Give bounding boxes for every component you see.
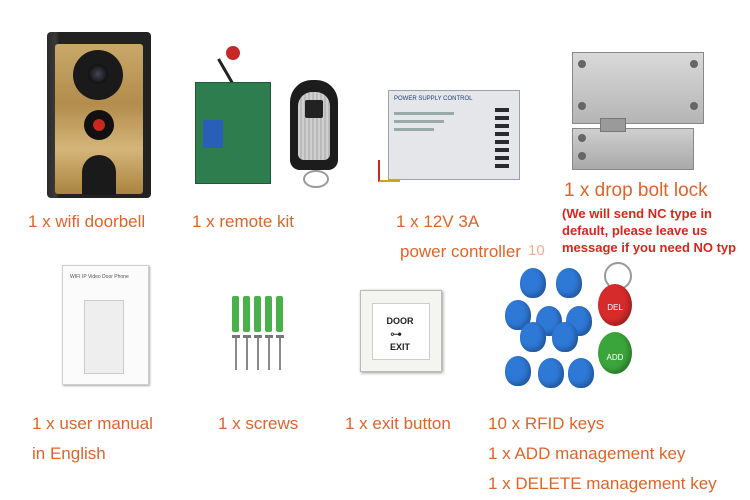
screw-head-icon: [276, 335, 284, 338]
screw-icon: [578, 60, 586, 68]
caption-power-controller-line2: power controller: [400, 242, 521, 261]
exit-button-face: [372, 303, 430, 360]
wall-anchor-icon: [243, 296, 250, 332]
screw-icon: [235, 338, 237, 370]
screw-icon: [257, 338, 259, 370]
screw-head-icon: [243, 335, 251, 338]
antenna-tip: [226, 46, 240, 60]
exit-button-exit-text: EXIT: [389, 342, 410, 352]
wall-anchor-icon: [232, 296, 239, 332]
note-line-3: message if you need NO typ: [562, 240, 737, 255]
add-key-label: ADD: [606, 353, 624, 362]
screw-head-icon: [265, 335, 273, 338]
caption-screws: 1 x screws: [218, 414, 299, 433]
key-icon: ⊶: [390, 327, 402, 341]
remote-button-icon: [305, 100, 323, 118]
screw-icon: [578, 134, 586, 142]
rfid-key-tag: [520, 268, 546, 298]
lock-body-top: [572, 52, 704, 124]
lock-strike-plate: [572, 128, 694, 170]
camera-lens-icon: [88, 64, 108, 84]
screw-icon: [578, 152, 586, 160]
wall-anchor-icon: [254, 296, 261, 332]
delete-key-label: DEL: [607, 303, 623, 312]
delete-management-key: [598, 284, 632, 326]
psu-spec-line: [394, 112, 454, 115]
exit-button-door-text: DOOR: [386, 316, 414, 326]
note-line-1: (We will send NC type in: [562, 206, 713, 221]
caption-manual-line1: 1 x user manual: [32, 414, 153, 433]
lock-bolt: [600, 118, 626, 132]
wall-anchor-icon: [276, 296, 283, 332]
screw-icon: [690, 60, 698, 68]
screw-head-icon: [254, 335, 262, 338]
manual-device-illustration: [84, 300, 124, 374]
caption-rfid-keys: 10 x RFID keys: [488, 414, 605, 433]
screw-head-icon: [232, 335, 240, 338]
wall-anchor-icon: [265, 296, 272, 332]
screw-icon: [246, 338, 248, 370]
psu-wires: [378, 160, 400, 182]
rfid-key-tag: [552, 322, 578, 352]
rfid-key-tag: [538, 358, 564, 388]
manual-title: WIFI IP Video Door Phone: [70, 274, 129, 280]
caption-delete-key: 1 x DELETE management key: [488, 474, 717, 493]
screw-icon: [690, 102, 698, 110]
psu-spec-line: [394, 128, 434, 131]
rfid-key-tag: [505, 356, 531, 386]
call-indicator-icon: [93, 119, 105, 131]
rfid-key-tag: [568, 358, 594, 388]
caption-doorbell: 1 x wifi doorbell: [28, 212, 146, 231]
rfid-count-label: 10: [528, 242, 545, 259]
psu-spec-line: [394, 120, 444, 123]
psu-terminal-block: [495, 108, 509, 168]
note-line-2: default, please leave us: [562, 223, 708, 238]
caption-manual-line2: in English: [32, 444, 106, 463]
caption-drop-bolt-lock: 1 x drop bolt lock: [564, 180, 708, 201]
screw-icon: [279, 338, 281, 370]
rfid-reader-pad: [82, 155, 116, 195]
psu-label: POWER SUPPLY CONTROL: [394, 96, 473, 102]
relay-component: [203, 120, 223, 148]
keyring-icon: [303, 170, 329, 188]
rfid-key-tag: [520, 322, 546, 352]
caption-add-key: 1 x ADD management key: [488, 444, 686, 463]
add-management-key: [598, 332, 632, 374]
caption-power-controller-line1: 1 x 12V 3A: [396, 212, 480, 231]
caption-remote-kit: 1 x remote kit: [192, 212, 295, 231]
screw-icon: [578, 102, 586, 110]
caption-exit-button: 1 x exit button: [345, 414, 451, 433]
screw-icon: [268, 338, 270, 370]
rfid-key-tag: [556, 268, 582, 298]
